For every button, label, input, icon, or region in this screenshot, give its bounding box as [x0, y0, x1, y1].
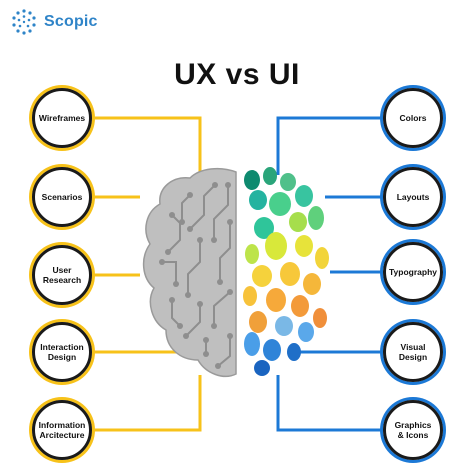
- brand-logo: Scopic: [10, 8, 98, 36]
- ui-connector-colors: [276, 116, 385, 175]
- ui-node-visual-design: Visual Design: [383, 322, 443, 382]
- ui-node-layouts: Layouts: [383, 167, 443, 227]
- ux-label-interaction-design: Interaction Design: [40, 341, 84, 362]
- ui-node-typography: Typography: [383, 242, 443, 302]
- ui-label-layouts: Layouts: [396, 191, 430, 202]
- ui-node-colors: Colors: [383, 88, 443, 148]
- ux-connector-information-architecture: [92, 375, 202, 432]
- ux-label-wireframes: Wireframes: [38, 112, 86, 123]
- ux-node-interaction-design: Interaction Design: [32, 322, 92, 382]
- ux-connectors: [92, 116, 202, 432]
- scopic-logo-icon: [12, 9, 36, 35]
- right-brain-hemisphere: [243, 167, 329, 376]
- ux-label-information-architecture: Information Arcitecture: [38, 419, 86, 440]
- ux-label-scenarios: Scenarios: [41, 191, 83, 202]
- ui-label-visual-design: Visual Design: [398, 341, 428, 362]
- ui-label-colors: Colors: [399, 112, 427, 123]
- ui-connectors: [276, 116, 385, 432]
- ux-node-scenarios: Scenarios: [32, 167, 92, 227]
- page-title: UX vs UI: [174, 58, 300, 91]
- left-brain-hemisphere: [142, 167, 237, 378]
- ux-label-user-research: User Research: [42, 264, 82, 285]
- ui-label-graphics-icons: Graphics & Icons: [394, 419, 432, 440]
- ux-node-wireframes: Wireframes: [32, 88, 92, 148]
- ux-node-user-research: User Research: [32, 245, 92, 305]
- ui-connector-graphics-icons: [276, 375, 385, 432]
- ui-node-graphics-icons: Graphics & Icons: [383, 400, 443, 460]
- ui-label-typography: Typography: [388, 266, 437, 277]
- ux-node-information-architecture: Information Arcitecture: [32, 400, 92, 460]
- ux-connector-wireframes: [92, 116, 202, 175]
- brand-name: Scopic: [44, 13, 98, 30]
